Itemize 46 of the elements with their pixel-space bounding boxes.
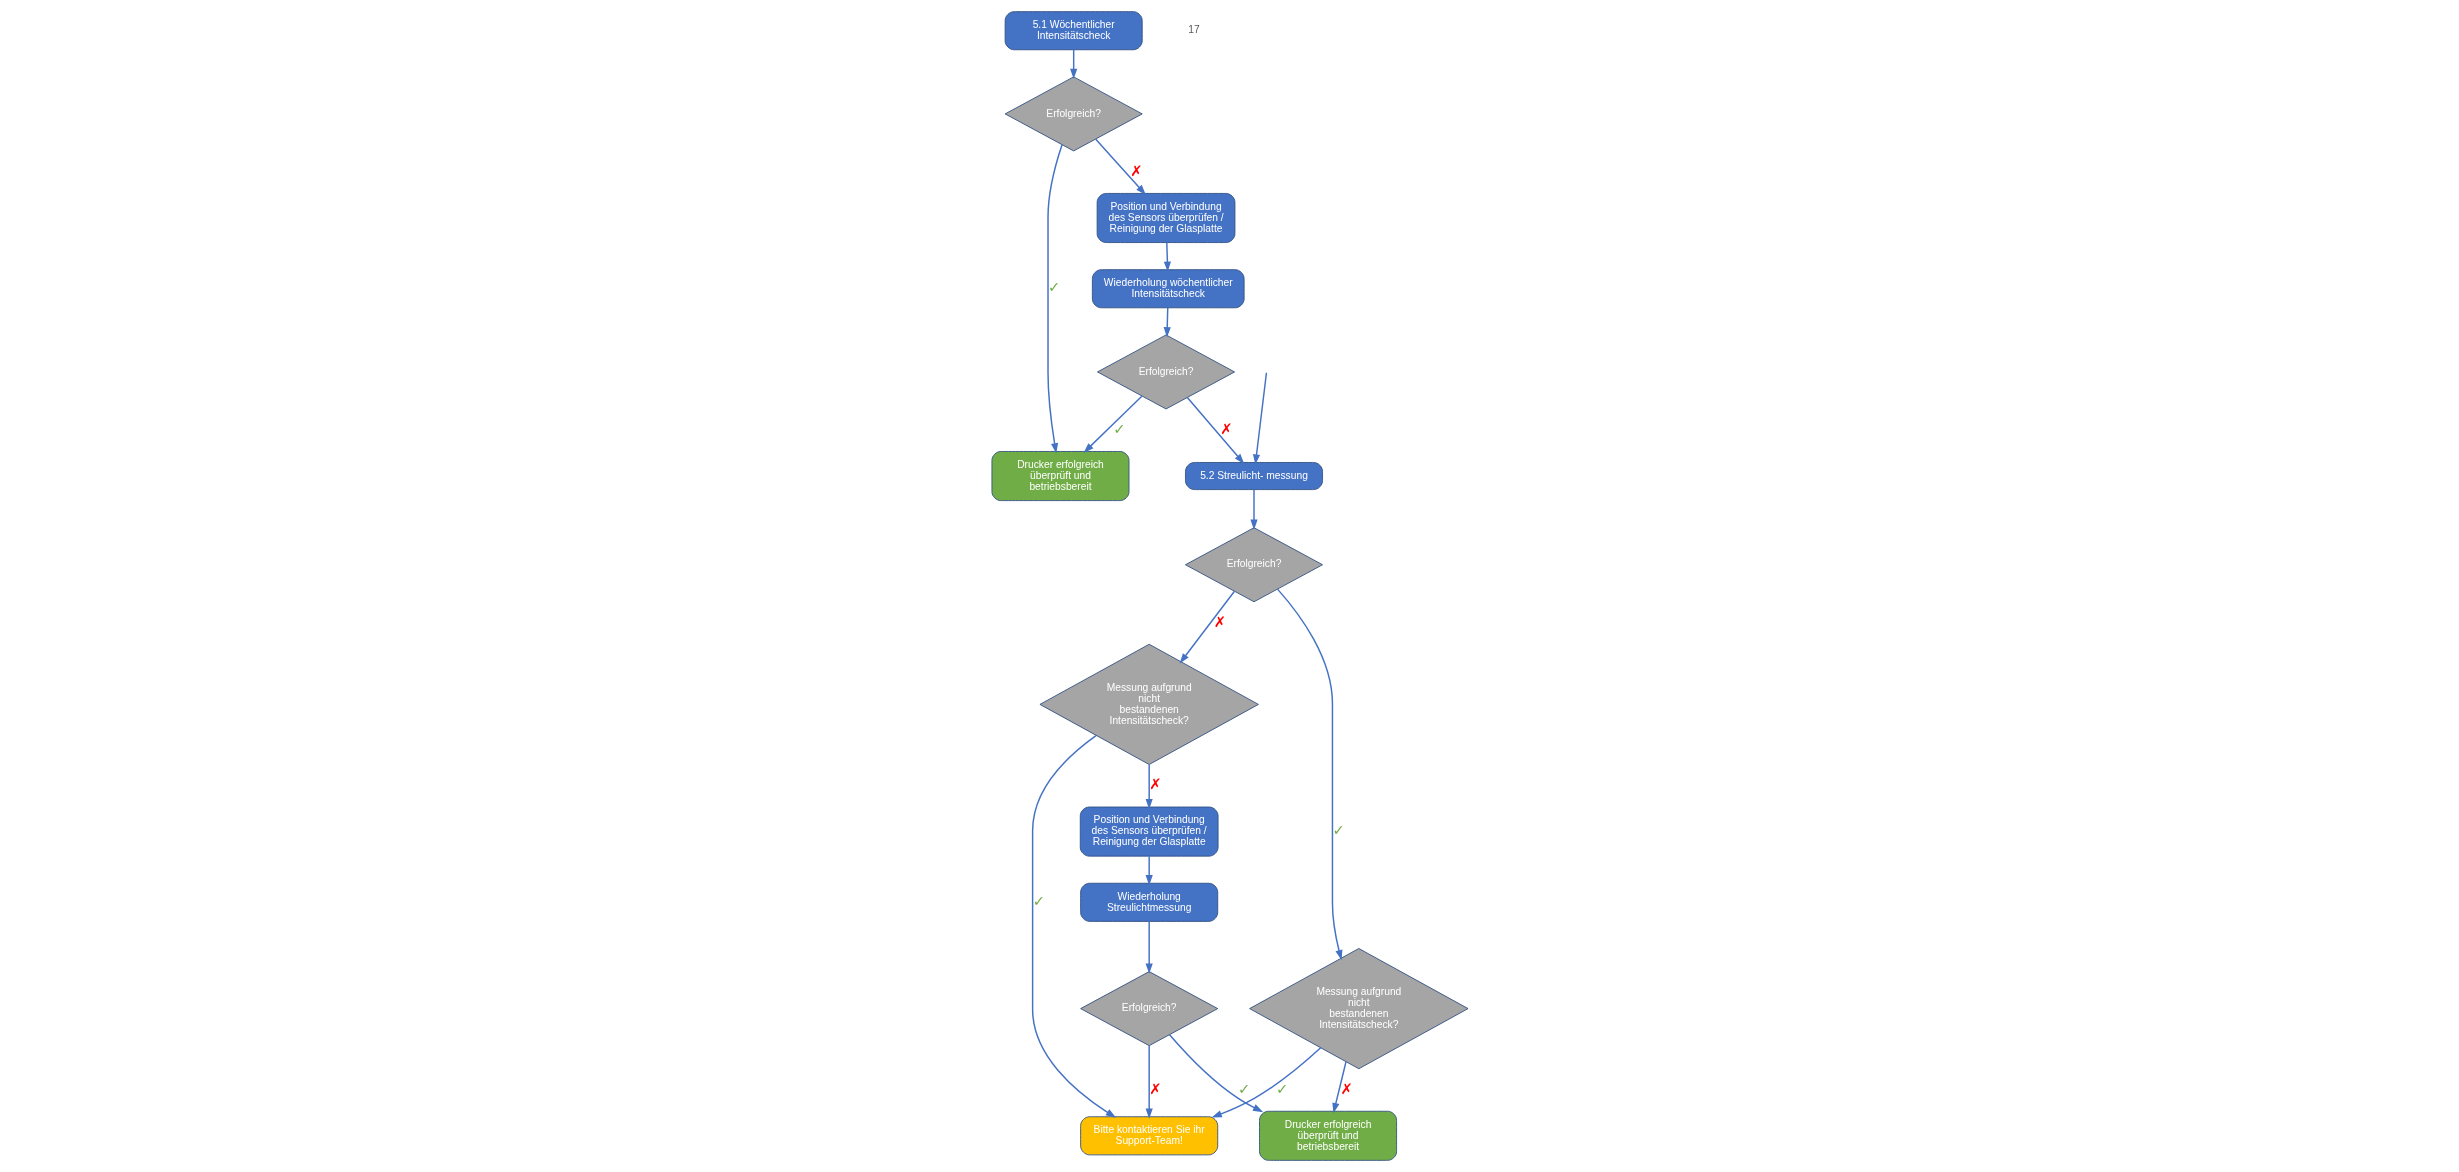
arrow (1276, 588, 1342, 961)
node-box: Bitte kontaktieren Sie ihr Support-Team! (1079, 1116, 1218, 1156)
edge-label: ✗ (1213, 612, 1226, 630)
node-box: Wiederholung wöchentlicher Intensitätscheck (1091, 269, 1245, 309)
edge-label: ✗ (1148, 1079, 1162, 1097)
arrow (1145, 763, 1153, 810)
arrow (1145, 1044, 1153, 1119)
node-box: Position und Verbindung des Sensors überprüfen / Reinigung der Glasplatte (1096, 193, 1235, 243)
arrow (1145, 855, 1153, 886)
arrow (1211, 1047, 1321, 1118)
arrow (1331, 1061, 1347, 1114)
node-box: Wiederholung Streulichtmessung (1079, 882, 1218, 922)
arrow (1249, 488, 1258, 530)
label: 17 (1187, 24, 1200, 36)
arrow (1031, 734, 1116, 1118)
arrow (1163, 241, 1171, 272)
node-diamond: Erfolgreich? (1079, 971, 1218, 1047)
node-diamond: Erfolgreich? (1004, 76, 1143, 152)
node-box: Position und Verbindung des Sensors überprüfen / Reinigung der Glasplatte (1079, 806, 1219, 857)
node-diamond: Erfolgreich? (1184, 527, 1323, 603)
edge-label: ✗ (1340, 1079, 1353, 1097)
edge-label: ✓ (1047, 278, 1060, 296)
arrow (1168, 1033, 1263, 1113)
edge-label: ✗ (1148, 775, 1162, 793)
arrow (1179, 590, 1235, 664)
edge-label: ✓ (1332, 821, 1345, 839)
node-diamond: Erfolgreich? (1096, 334, 1235, 410)
arrow (1145, 920, 1153, 974)
node-box: 5.1 Wöchentlicher Intensitätscheck (1004, 11, 1143, 51)
edge-label: ✓ (1275, 1079, 1288, 1097)
edge-label: ✓ (1112, 419, 1126, 437)
arrow (1252, 372, 1267, 465)
arrow (1069, 49, 1077, 80)
node-diamond: Messung aufgrund nicht bestandenen Intensitätscheck? (1039, 643, 1259, 765)
edge-label: ✓ (1237, 1079, 1250, 1097)
arrow (1163, 307, 1171, 338)
edge-label: ✓ (1032, 891, 1045, 909)
node-box: Drucker erfolgreich überprüft und betriebsbereit (991, 451, 1129, 502)
arrow (1186, 396, 1244, 464)
node-box: 5.2 Streulicht- messung (1184, 462, 1323, 491)
arrow (1046, 143, 1063, 454)
arrow (1083, 395, 1143, 453)
edge-label: ✗ (1219, 419, 1233, 437)
arrow (1094, 138, 1146, 195)
edge-label: ✗ (1129, 161, 1142, 179)
node-box: Drucker erfolgreich überprüft und betriebsbereit (1258, 1110, 1397, 1161)
